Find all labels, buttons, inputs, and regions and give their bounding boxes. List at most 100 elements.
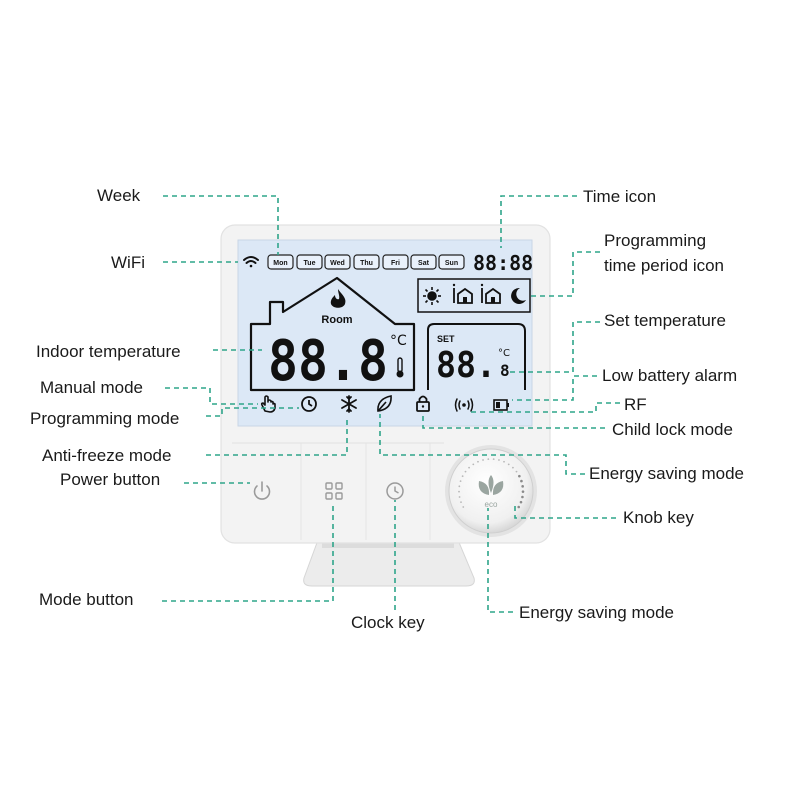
knob-tick: [462, 506, 465, 508]
set-decimal-digit: 8: [500, 361, 510, 380]
label-knob-key: Knob key: [623, 508, 694, 527]
day-fri: Fri: [382, 254, 409, 270]
svg-text:Wed: Wed: [330, 260, 345, 267]
knob-tick: [518, 474, 521, 478]
knob-tick: [492, 458, 495, 461]
knob-tick: [503, 460, 505, 463]
day-wed: Wed: [324, 254, 351, 270]
mode-button[interactable]: [304, 451, 364, 533]
svg-text:Sun: Sun: [445, 260, 458, 267]
leaf-icon: [377, 395, 392, 412]
day-sat: Sat: [410, 254, 437, 270]
leader-set-temperature: [510, 321, 600, 373]
svg-text:Thu: Thu: [360, 260, 373, 267]
period-icons-frame: [417, 278, 531, 313]
leader-rf: [471, 402, 620, 413]
label-wifi: WiFi: [111, 253, 145, 272]
battery-icon: [493, 399, 509, 411]
label-energy-saving-mode-top: Energy saving mode: [589, 464, 744, 483]
label-child-lock-mode: Child lock mode: [612, 420, 733, 439]
knob-tick: [517, 505, 521, 509]
leader-time-icon: [500, 195, 577, 248]
set-label: SET: [437, 334, 455, 344]
label-clock-key: Clock key: [351, 613, 425, 632]
clock-icon: [301, 396, 317, 412]
indoor-temp-digits: 88.8: [268, 329, 388, 394]
wifi-icon: [243, 256, 259, 268]
label-low-battery-alarm: Low battery alarm: [602, 366, 738, 385]
sun-icon: [423, 287, 441, 305]
device-stand: [303, 539, 475, 587]
house-outline: [249, 276, 416, 392]
knob-tick: [521, 495, 524, 499]
eco-leaf-icon: [478, 475, 504, 495]
eco-label: eco: [485, 500, 498, 509]
knob-tick: [460, 501, 462, 504]
indoor-celsius: °C: [390, 333, 407, 349]
knob-tick: [477, 460, 479, 463]
room-label: Room: [321, 314, 352, 326]
label-indoor-temperature: Indoor temperature: [36, 342, 181, 361]
label-programming-line2: time period icon: [604, 256, 725, 275]
knob-tick: [458, 496, 461, 498]
label-programming-mode: Programming mode: [30, 409, 180, 428]
moon-icon: [511, 287, 526, 304]
knob-tick: [498, 459, 500, 461]
leader-energy-saving-bottom: [487, 508, 513, 613]
flame-icon: [330, 289, 346, 308]
label-programming-line1: Programming: [604, 231, 707, 250]
house-period-icon: [452, 283, 473, 304]
snowflake-icon: [341, 395, 357, 413]
set-temp-digits: 88.: [436, 345, 496, 386]
knob-tick: [519, 500, 523, 504]
hand-icon: [260, 395, 276, 413]
leader-low-battery: [512, 375, 597, 401]
lcd-panel: [237, 239, 533, 427]
knob-tick: [520, 479, 523, 483]
knob-tick: [459, 480, 462, 483]
knob-tick: [458, 485, 461, 488]
knob-tick: [458, 490, 460, 493]
svg-text:Fri: Fri: [391, 260, 400, 267]
svg-text:Sat: Sat: [418, 260, 430, 267]
knob-tick: [512, 466, 514, 469]
knob-tick-ring: [458, 458, 525, 509]
day-sun: Sun: [438, 254, 465, 270]
power-button[interactable]: [232, 451, 292, 533]
day-mon: Mon: [267, 254, 294, 270]
lock-icon: [416, 395, 430, 412]
leader-week: [163, 195, 279, 255]
clock-key[interactable]: [367, 451, 423, 533]
knob-tick: [507, 463, 510, 466]
leader-anti-freeze-mode: [206, 416, 348, 456]
day-tue: Tue: [296, 254, 323, 270]
leader-programming-mode: [206, 407, 299, 417]
knob-tick: [521, 485, 524, 488]
clock-icon: [386, 482, 404, 500]
leader-child-lock: [422, 416, 605, 429]
set-temp-frame: [427, 323, 526, 390]
label-week: Week: [97, 186, 141, 205]
day-thu: Thu: [353, 254, 380, 270]
knob-key[interactable]: eco: [445, 445, 537, 537]
leader-programming-period: [530, 251, 600, 297]
label-set-temperature: Set temperature: [604, 311, 726, 330]
label-power-button: Power button: [60, 470, 161, 489]
knob-tick: [468, 466, 470, 469]
leader-lines: [162, 195, 620, 613]
set-celsius: °C: [498, 348, 510, 359]
knob-tick: [461, 475, 464, 478]
grid-icon: [325, 482, 343, 500]
label-manual-mode: Manual mode: [40, 378, 144, 397]
knob-tick: [464, 470, 467, 473]
house-period-icon: [480, 283, 501, 304]
leader-manual-mode: [165, 387, 258, 405]
knob-tick: [521, 490, 525, 493]
knob-tick: [515, 470, 518, 473]
label-rf: RF: [624, 395, 647, 414]
knob-tick: [487, 458, 490, 461]
rf-icon: [454, 398, 474, 412]
label-mode-button: Mode button: [39, 590, 134, 609]
label-time-icon: Time icon: [583, 187, 657, 206]
